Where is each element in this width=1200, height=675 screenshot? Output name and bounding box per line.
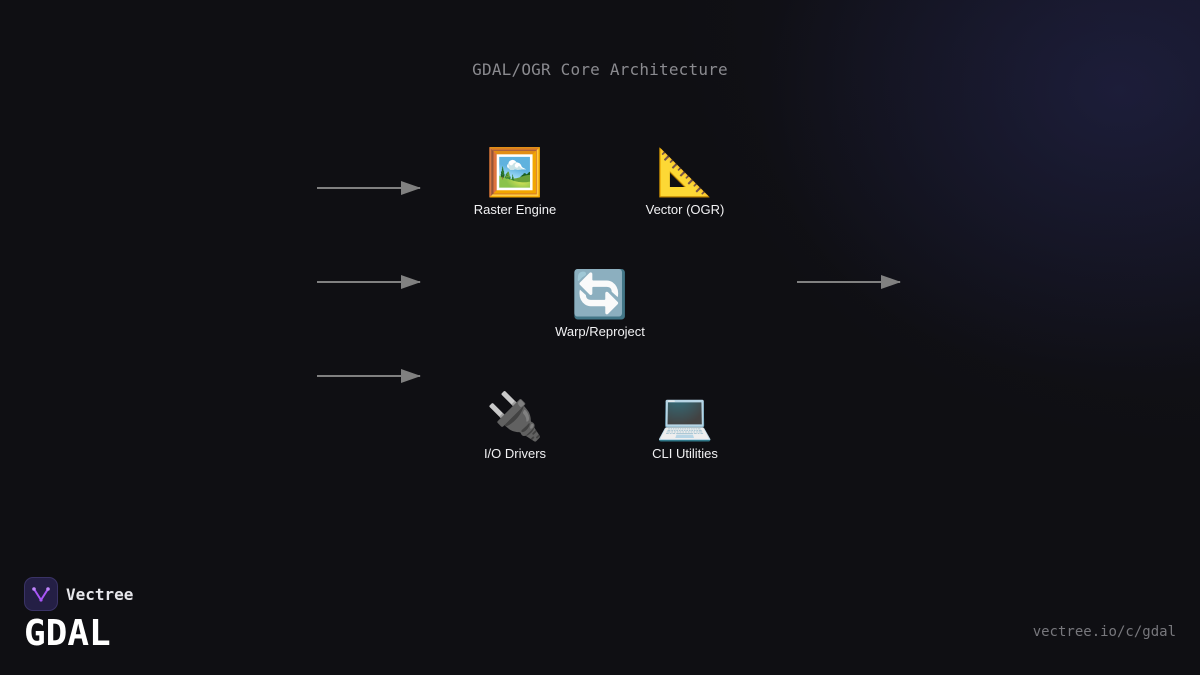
node-cli-utilities: 💻 CLI Utilities [605, 388, 765, 461]
refresh-arrows-icon: 🔄 [571, 268, 629, 320]
node-label: Vector (OGR) [645, 202, 725, 217]
node-warp-reproject: 🔄 Warp/Reproject [520, 266, 680, 339]
brand-name: Vectree [66, 584, 134, 604]
node-label: Raster Engine [473, 202, 557, 217]
vectree-logo-mark [32, 587, 50, 602]
framed-picture-icon: 🖼️ [486, 146, 544, 198]
node-label: Warp/Reproject [555, 324, 645, 339]
brand-block: Vectree GDAL [24, 577, 133, 655]
laptop-icon: 💻 [656, 390, 714, 442]
brand-row: Vectree [24, 577, 133, 611]
diagram-title: GDAL/OGR Core Architecture [472, 60, 728, 79]
product-name: GDAL [24, 613, 111, 654]
plug-icon: 🔌 [486, 390, 544, 442]
vectree-logo-icon [24, 577, 58, 611]
footer-url: vectree.io/c/gdal [1032, 624, 1176, 640]
node-vector-ogr: 📐 Vector (OGR) [605, 144, 765, 217]
node-label: CLI Utilities [652, 446, 718, 461]
triangular-ruler-icon: 📐 [656, 146, 714, 198]
node-raster-engine: 🖼️ Raster Engine [435, 144, 595, 217]
node-io-drivers: 🔌 I/O Drivers [435, 388, 595, 461]
node-label: I/O Drivers [483, 446, 547, 461]
